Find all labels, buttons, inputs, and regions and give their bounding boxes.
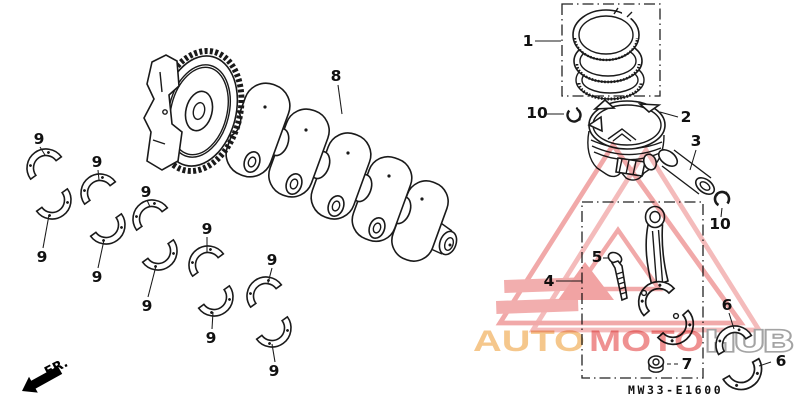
part-label-pin-clip: 10 [526, 104, 548, 122]
piston-pin-drawing [657, 149, 716, 195]
rod-nut-drawing [647, 355, 665, 373]
conrod-box [581, 201, 704, 379]
part-label-main-bearing: 9 [269, 362, 280, 380]
part-label-main-bearing: 9 [92, 153, 103, 171]
part-label-main-bearing: 9 [34, 130, 45, 148]
ring-set-box [561, 3, 661, 97]
part-label-pin-clip: 10 [709, 215, 731, 233]
part-label-main-bearing: 9 [37, 248, 48, 266]
part-label-main-bearing: 9 [202, 220, 213, 238]
part-label-piston-pin: 3 [691, 132, 702, 150]
part-label-main-bearing: 9 [142, 297, 153, 315]
main-bearing-set: 9 9 9 9 9 9 9 9 9 9 [18, 130, 300, 380]
part-label-piston: 2 [681, 108, 692, 126]
part-label-main-bearing: 9 [206, 329, 217, 347]
front-direction-marker: FR. [22, 356, 71, 393]
pin-clip-left-drawing [566, 107, 582, 123]
part-label-rod-bearing: 6 [722, 296, 733, 314]
crankshaft-drawing [143, 47, 458, 262]
rod-bearing-drawings: 6 6 [708, 296, 787, 398]
part-label-main-bearing: 9 [141, 183, 152, 201]
brand-auto: AUTO [473, 325, 585, 358]
part-label-main-bearing: 9 [267, 251, 278, 269]
rod-bolt-drawing [607, 251, 628, 302]
part-label-ring-set: 1 [523, 32, 534, 50]
part-label-rod-nut: 7 [682, 355, 693, 373]
part-label-crankshaft: 8 [331, 67, 342, 85]
piston-ring-set-drawing [572, 7, 645, 101]
part-label-rod-bearing: 6 [776, 352, 787, 370]
part-label-main-bearing: 9 [92, 268, 103, 286]
leader-line [337, 84, 343, 115]
diagram-code: MW33-E1600 [628, 383, 723, 397]
watermark-logo [495, 140, 764, 333]
brand-moto: MOTO [589, 325, 704, 358]
pin-clip-right-drawing [713, 190, 731, 208]
